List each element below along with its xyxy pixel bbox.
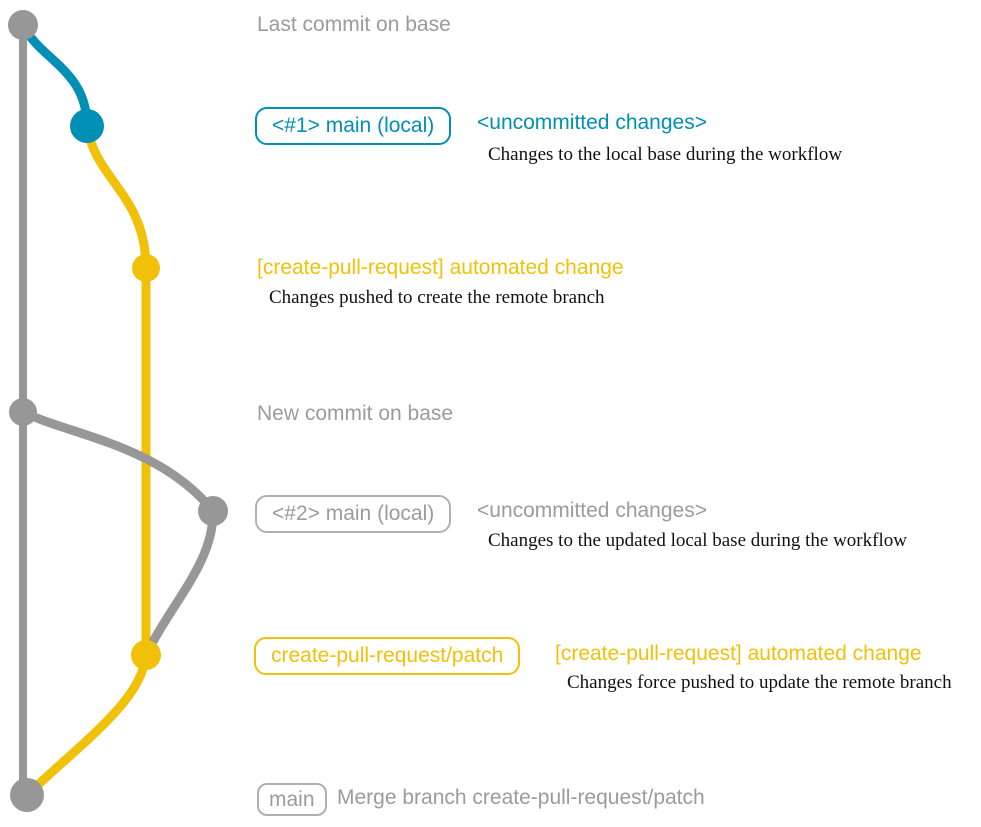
branch-label-create-pull-request-patch: create-pull-request/patch — [254, 637, 521, 675]
base-to-main2-curve — [21, 407, 217, 514]
main2-to-patch-curve — [141, 510, 218, 657]
commit-message-new-base: New commit on base — [257, 402, 454, 425]
commit-message-automated-2: [create-pull-request] automated change — [555, 642, 922, 665]
commit-dot-automated-change-2 — [131, 640, 161, 670]
description-uncommitted-1: Changes to the local base during the wor… — [488, 144, 843, 165]
commit-dot-merge — [10, 778, 44, 812]
commit-message-last-base: Last commit on base — [257, 13, 451, 36]
description-automated-2: Changes force pushed to update the remot… — [567, 672, 952, 693]
commit-message-automated-1: [create-pull-request] automated change — [257, 256, 624, 279]
main-local-branch-line — [18, 22, 92, 127]
commit-dot-automated-change-1 — [132, 254, 160, 282]
commit-dot-last-base — [8, 10, 38, 40]
description-uncommitted-2: Changes to the updated local base during… — [488, 530, 907, 551]
description-automated-1: Changes pushed to create the remote bran… — [269, 287, 605, 308]
patch-merge-curve — [23, 654, 151, 799]
commit-message-uncommitted-1: <uncommitted changes> — [477, 111, 707, 134]
branch-label-main: main — [257, 783, 327, 816]
commit-dot-new-base — [9, 398, 37, 426]
patch-branch-curve-top — [82, 125, 151, 269]
commit-dot-main-local-1 — [70, 109, 104, 143]
commit-dot-main-local-2 — [198, 496, 228, 526]
branch-label-main-local-1: <#1> main (local) — [255, 107, 452, 145]
branch-label-main-local-2: <#2> main (local) — [255, 495, 452, 533]
commit-message-merge: Merge branch create-pull-request/patch — [337, 786, 705, 809]
commit-message-uncommitted-2: <uncommitted changes> — [477, 499, 707, 522]
